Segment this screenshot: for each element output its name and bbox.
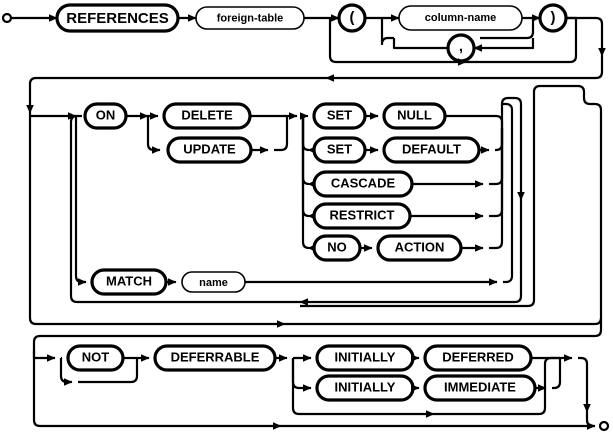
node-column-name-label: column-name	[425, 12, 497, 24]
node-foreign-table-label: foreign-table	[217, 12, 284, 24]
rail-not-bypass-down	[59, 358, 73, 386]
node-immediate-label: IMMEDIATE	[444, 379, 516, 394]
node-deferred-label: DEFERRED	[442, 349, 514, 364]
start-terminal-dot	[1, 12, 13, 24]
node-null-label: NULL	[397, 107, 432, 122]
node-deferrable-label: DEFERRABLE	[171, 349, 260, 364]
node-set-default-set-label: SET	[327, 141, 352, 156]
end-terminal-dot	[598, 420, 610, 432]
node-lparen-label: (	[350, 9, 355, 26]
rail-right-spine	[300, 84, 560, 308]
rail-row2-exit-to-row3	[32, 318, 603, 350]
rail-immediate-join-up	[552, 358, 562, 390]
node-comma-label: ,	[459, 38, 463, 55]
rail-paren-group-bypass-left	[328, 18, 467, 66]
rail-row2-group-top-tie	[560, 84, 591, 106]
rail-deferrable-out-down	[578, 356, 591, 413]
rail-cascade-join-up	[489, 128, 504, 186]
rail-on-clause-return-up	[69, 135, 300, 304]
rail-row2-group-bypass-right	[285, 102, 603, 326]
rail-comma-loop-down	[474, 38, 535, 50]
rail-row1-exit-down	[566, 16, 606, 57]
rail-row2-entry-down	[26, 76, 326, 114]
rail-comma-loop-right	[480, 18, 535, 40]
rail-initially-bypass	[291, 358, 435, 418]
row-references: REFERENCES foreign-table ( column-name )…	[1, 3, 606, 114]
node-set-null-set-label: SET	[327, 107, 352, 122]
node-cascade-label: CASCADE	[331, 175, 396, 190]
rail-match-join-up	[502, 102, 514, 284]
node-no-label: NO	[327, 239, 347, 254]
node-name-label: name	[199, 277, 228, 289]
rail-null-join	[445, 114, 504, 128]
rail-comma-loop-left-up	[380, 18, 394, 46]
rail-row2-group-bypass-left	[28, 113, 286, 328]
rail-fork-to-update	[146, 116, 161, 154]
rail-paren-group-bypass-right	[466, 16, 578, 64]
rail-action-collector-down	[500, 96, 525, 201]
node-delete-label: DELETE	[181, 107, 233, 122]
rail-update-join-up	[274, 116, 289, 152]
rail-fork-to-no-action	[301, 116, 316, 252]
node-restrict-label: RESTRICT	[330, 207, 395, 222]
node-action-label: ACTION	[395, 239, 445, 254]
node-references-label: REFERENCES	[66, 10, 169, 27]
node-not-label: NOT	[82, 349, 110, 364]
rail-fork-to-match	[74, 116, 87, 286]
rail-row3-bypass	[32, 350, 282, 430]
node-initially-deferred-label: INITIALLY	[335, 349, 396, 364]
rail-row3-to-end	[585, 412, 596, 430]
rail-row3-entry	[32, 350, 56, 362]
node-update-label: UPDATE	[183, 141, 236, 156]
rail-not-bypass-up	[78, 358, 139, 384]
row-deferrable: NOT DEFERRABLE INITIALLY DEFERRED INITIA…	[32, 344, 610, 432]
node-default-label: DEFAULT	[402, 141, 461, 156]
node-match-label: MATCH	[106, 273, 152, 288]
node-on-label: ON	[96, 107, 116, 122]
rail-on-clause-return-sweep	[299, 200, 523, 306]
row-on-actions: ON DELETE UPDATE SET NULL SET	[28, 84, 603, 350]
node-initially-immediate-label: INITIALLY	[335, 379, 396, 394]
rail-fork-to-initially-immediate	[291, 358, 312, 392]
rail-action-join-up	[489, 128, 504, 250]
rail-row1-to-row2-sweep	[325, 56, 604, 82]
rail-restrict-join-up	[489, 128, 504, 218]
rail-comma-loop-to-comma	[392, 38, 448, 50]
node-rparen-label: )	[551, 9, 556, 26]
